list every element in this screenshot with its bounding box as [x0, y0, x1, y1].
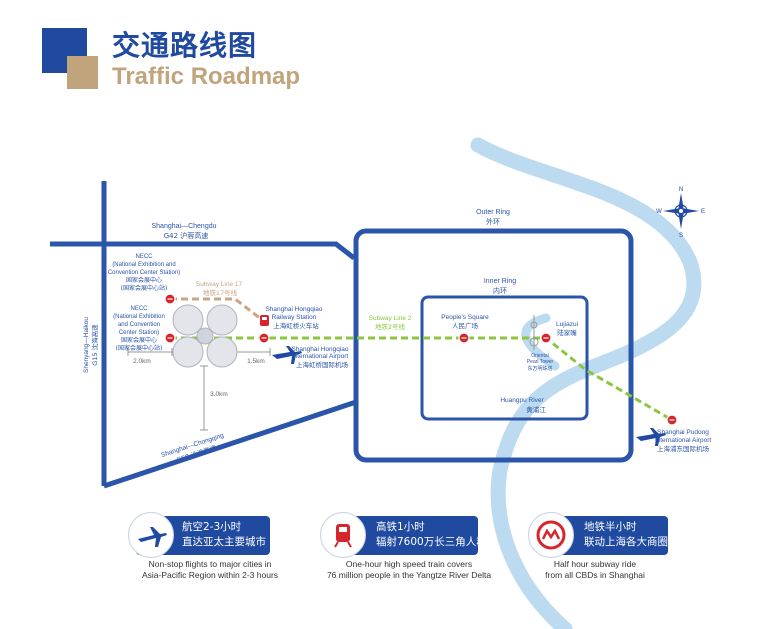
necc-mid-line6: (国家会展中心站): [116, 344, 163, 352]
line2-label-cn: 地铁2号线: [375, 322, 406, 331]
air-info-desc: Non-stop flights to major cities in Asia…: [120, 559, 300, 581]
huangpu-river-en: Huangpu River: [500, 397, 544, 404]
hongqiao-rail-en1: Shanghai Hongqiao: [265, 306, 322, 313]
necc-mid-line2: (National Exhibition: [113, 314, 165, 320]
rail-info-line1: 高铁1小时: [376, 521, 425, 533]
outer-ring: [353, 228, 634, 463]
hongqiao-air-en2: International Airport: [292, 353, 349, 360]
distance-label-1_5km: 1.5km: [247, 358, 265, 365]
metro-badge: [528, 512, 574, 558]
inner-ring-label-cn: 内环: [493, 286, 507, 295]
rail-info-desc1: One-hour high speed train covers: [345, 559, 473, 569]
plane-icon-hongqiao: [272, 346, 302, 364]
lujiazui-cn: 陆家嘴: [557, 328, 577, 337]
necc-top-line1: NECC: [135, 254, 153, 260]
metro-info-desc1: Half hour subway ride: [553, 559, 637, 569]
huangpu-river-cn: 黄浦江: [526, 405, 546, 414]
air-info-desc1: Non-stop flights to major cities in: [148, 559, 272, 569]
compass-n: N: [679, 187, 683, 193]
g15-label-en: Shenyang—Haikou: [83, 317, 90, 373]
line17-label-en: Subway Line 17: [196, 281, 243, 288]
g50-highway: [103, 399, 357, 489]
metro-info-line1: 地铁半小时: [584, 521, 637, 533]
peoples-square-cn: 人民广场: [452, 321, 479, 330]
lujiazui-en: Lujiazui: [556, 321, 578, 328]
plane-badge: [128, 512, 174, 558]
rail-info-desc2: 76 million people in the Yangtze River D…: [326, 570, 492, 580]
shanghai-metro-icon: [536, 520, 566, 550]
plane-icon: [138, 527, 167, 547]
air-info-line2: 直达亚太主要城市: [182, 536, 266, 548]
distance-label-2km: 2.0km: [133, 358, 151, 365]
necc-building-icon: [172, 304, 238, 368]
hongqiao-rail-cn: 上海虹桥火车站: [273, 321, 319, 330]
necc-mid-line1: NECC: [130, 306, 148, 312]
pearl-tower-en2: Pearl Tower: [527, 359, 554, 365]
hongqiao-air-en1: Shanghai Hongqiao: [291, 346, 348, 353]
compass-e: E: [701, 209, 705, 215]
inner-ring: [420, 295, 589, 421]
page-title-cn: 交通路线图: [112, 29, 258, 62]
train-badge: [320, 512, 366, 558]
hongqiao-air-cn: 上海虹桥国际机场: [296, 360, 349, 369]
distance-marker-3km: [200, 365, 208, 431]
necc-top-line3: Convention Center Station): [108, 270, 180, 276]
necc-top-line5: (国家会展中心站): [121, 284, 168, 292]
huangpu-river-branch: [521, 313, 560, 371]
distance-label-3km: 3.0km: [210, 391, 228, 398]
metro-info-line2: 联动上海各大商圈: [584, 536, 668, 548]
line2-label-en: Subway Line 2: [369, 315, 412, 322]
air-info-desc2: Asia-Pacific Region within 2-3 hours: [141, 570, 279, 580]
pudong-airport-cn: 上海浦东国际机场: [657, 444, 710, 453]
distance-marker-1_5km: [231, 348, 271, 356]
header-square-gold: [67, 56, 98, 89]
distance-marker-2km: [127, 348, 173, 356]
g42-highway: [50, 241, 356, 260]
pudong-airport-en2: International Airport: [655, 437, 712, 444]
metro-info-desc2: from all CBDs in Shanghai: [545, 570, 645, 580]
compass-w: W: [656, 209, 662, 215]
rail-info-line2: 辐射7600万长三角人群: [376, 536, 487, 548]
necc-mid-line3: and Convention: [118, 322, 160, 328]
necc-top-line4: 国家会展中心: [126, 276, 162, 284]
plane-icon-pudong: [636, 428, 666, 446]
pearl-tower-icon: [529, 315, 539, 350]
subway-line-2: [170, 336, 673, 422]
pearl-tower-en1: Oriental: [531, 353, 549, 359]
g42-label-cn: G42 沪蓉高速: [164, 231, 209, 240]
subway-line-17: [170, 297, 266, 324]
huangpu-river: [470, 137, 702, 629]
g15-label-cn: G15 沈海高速: [90, 324, 99, 366]
necc-mid-line4: Center Station): [119, 330, 159, 336]
necc-mid-line5: 国家会展中心: [121, 336, 157, 344]
metro-info-desc: Half hour subway ride from all CBDs in S…: [520, 559, 670, 581]
pudong-airport-en1: Shanghai Pudong: [657, 429, 709, 436]
line17-label-cn: 地铁17号线: [203, 288, 238, 297]
train-badge-icon: [334, 524, 352, 548]
outer-ring-label-en: Outer Ring: [476, 209, 510, 216]
hongqiao-rail-en2: Railway Station: [272, 314, 317, 321]
compass-s: S: [679, 233, 683, 239]
outer-ring-label-cn: 外环: [486, 217, 500, 226]
air-info-line1: 航空2-3小时: [182, 521, 242, 533]
compass-icon: [663, 193, 699, 229]
necc-top-line2: (National Exhibition and: [112, 262, 175, 268]
inner-ring-label-en: Inner Ring: [484, 278, 516, 285]
pearl-tower-cn: 东方明珠塔: [527, 365, 552, 372]
g42-label-en: Shanghai—Chengdu: [152, 223, 217, 230]
peoples-square-en: People's Square: [441, 314, 489, 321]
page-title-en: Traffic Roadmap: [112, 63, 301, 90]
train-icon: [260, 315, 269, 326]
rail-info-desc: One-hour high speed train covers 76 mill…: [314, 559, 504, 581]
